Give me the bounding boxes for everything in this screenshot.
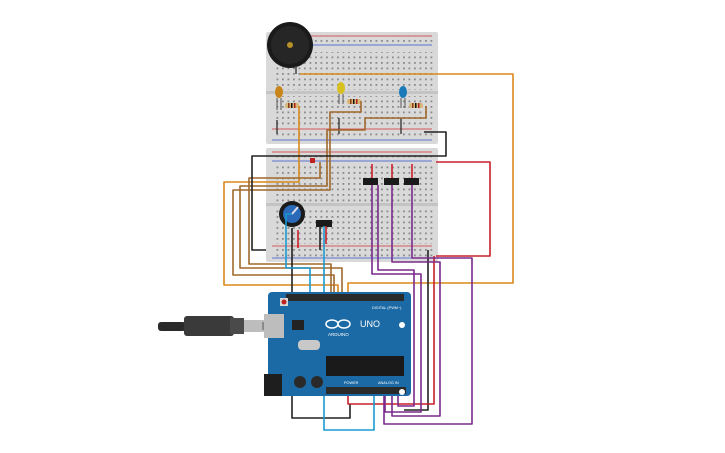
wire-purple-4 — [377, 185, 415, 407]
analog-label: ANALOG IN — [378, 381, 399, 385]
arduino-logo — [325, 319, 351, 329]
led-yellow — [337, 82, 345, 104]
digital-label: DIGITAL (PWM~) — [372, 306, 402, 310]
arduino-uno: ARDUINO UNO DIGITAL (PWM~) POWER ANALOG … — [264, 292, 411, 396]
pushbutton — [316, 220, 332, 227]
wires — [223, 73, 514, 431]
wire-brown-4 — [248, 162, 332, 296]
breadboard-top — [266, 32, 438, 144]
wire-purple-1 — [371, 185, 422, 413]
resistor-3 — [409, 103, 423, 108]
wire-orange-led1 — [223, 106, 339, 296]
usb-cable — [158, 316, 270, 336]
wire-black-top-ground — [251, 131, 447, 251]
resistor-2 — [347, 99, 361, 104]
usb-port — [264, 314, 284, 338]
piezo-buzzer — [267, 22, 313, 68]
switch-2 — [384, 178, 399, 185]
model-text: UNO — [360, 319, 380, 329]
wire-red-rail — [436, 161, 491, 257]
wire-brown-led2 — [232, 101, 362, 296]
wire-purple-2 — [391, 185, 441, 417]
resistor-1 — [285, 103, 299, 108]
switch-1 — [363, 178, 378, 185]
wire-red-5v — [347, 256, 435, 405]
switch-3 — [404, 178, 419, 185]
power-jack — [264, 374, 282, 396]
ground-jumpers-top — [276, 118, 402, 134]
brand-text: ARDUINO — [328, 332, 349, 337]
led-orange — [275, 86, 283, 110]
led-blue — [399, 86, 407, 108]
atmega-chip — [326, 356, 404, 376]
power-label: POWER — [344, 381, 359, 385]
small-red-part — [310, 158, 315, 163]
wire-purple-3 — [383, 185, 473, 425]
wire-cyan-pot — [285, 213, 311, 296]
wire-orange-buzzer — [300, 73, 514, 296]
wire-black-ground-2 — [404, 250, 429, 411]
